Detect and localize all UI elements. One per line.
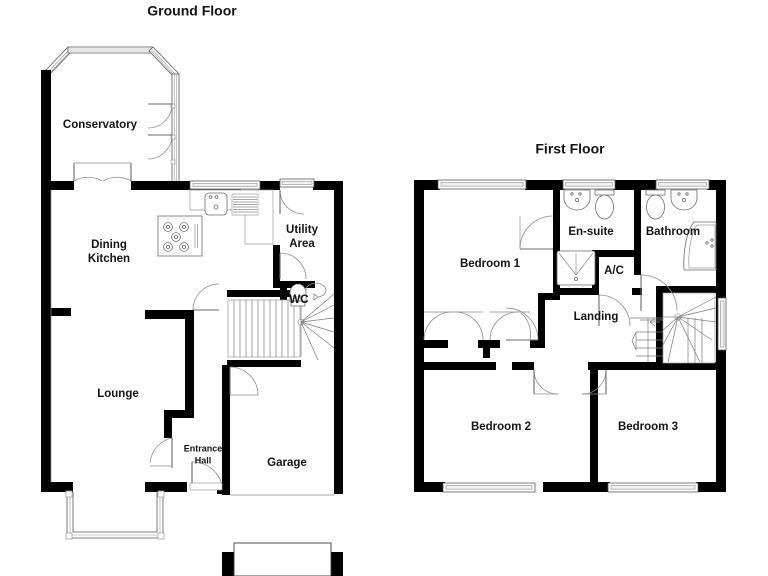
bathroom-toilet	[645, 189, 666, 220]
ground-floor-title: Ground Floor	[147, 3, 237, 19]
bathroom-basin	[670, 189, 698, 211]
conservatory-door-upper	[147, 103, 173, 129]
front-door	[189, 461, 223, 491]
utility-lower-door	[279, 252, 307, 280]
staircase-first	[630, 292, 717, 364]
room-label-en-suite: En-suite	[568, 226, 613, 238]
room-label-landing: Landing	[574, 311, 619, 323]
room-label-dining-kitchen-line1: Dining	[91, 239, 127, 251]
garage-vehicle-door	[233, 542, 332, 576]
bedroom3-door	[581, 369, 607, 395]
room-label-entrance-hall-line2: Hall	[195, 455, 212, 465]
bedroom1-window	[437, 179, 527, 190]
kitchen-window	[189, 180, 261, 190]
conservatory-door-lower	[147, 134, 173, 160]
bedroom3-window	[607, 482, 699, 493]
first-floor-title: First Floor	[535, 141, 605, 157]
room-label-entrance-hall-line1: Entrance	[184, 443, 223, 453]
bathroom-door	[640, 274, 678, 312]
room-label-garage: Garage	[267, 457, 307, 469]
room-label-bedroom-1: Bedroom 1	[460, 258, 521, 270]
bedroom2-window	[442, 482, 536, 493]
bathroom-bath	[683, 221, 717, 271]
room-label-utility-line1: Utility	[286, 224, 319, 236]
kitchen-hob	[157, 215, 203, 257]
staircase-ground	[227, 293, 335, 361]
wc-toilet	[289, 283, 307, 307]
utility-window	[279, 178, 315, 188]
ac-door	[598, 294, 631, 327]
lounge-bay-window	[65, 490, 165, 540]
room-label-bedroom-2: Bedroom 2	[471, 421, 531, 433]
bedroom1-door	[505, 307, 539, 341]
ensuite-door	[519, 215, 554, 250]
ensuite-window	[562, 179, 616, 190]
wc-basin	[305, 282, 327, 301]
room-label-conservatory: Conservatory	[63, 119, 138, 131]
ensuite-basin	[563, 189, 591, 211]
room-label-lounge: Lounge	[97, 388, 139, 400]
ensuite-shower	[556, 250, 596, 286]
room-label-airing-cupboard: A/C	[604, 265, 624, 277]
landing-window	[717, 297, 727, 351]
bathroom-window	[655, 179, 710, 190]
room-label-bathroom: Bathroom	[646, 226, 700, 238]
garage-internal-door	[229, 366, 259, 396]
bedroom1-wardrobe-doors	[423, 311, 531, 341]
room-label-utility-line2: Area	[289, 238, 315, 250]
conservatory-glazing	[44, 46, 180, 187]
ensuite-toilet	[594, 189, 615, 220]
conservatory-internal-doors	[73, 162, 132, 182]
dining-hall-door	[192, 283, 220, 311]
room-label-dining-kitchen-line2: Kitchen	[88, 253, 130, 265]
kitchen-sink	[204, 192, 228, 216]
room-label-wc: WC	[289, 294, 308, 306]
kitchen-drainer	[231, 193, 259, 216]
lounge-door	[149, 437, 173, 468]
bedroom2-door	[533, 369, 559, 395]
utility-door	[279, 189, 305, 215]
room-label-bedroom-3: Bedroom 3	[618, 421, 678, 433]
first-floor-plan: Bedroom 1 En-suite Bathroom A/C Landing …	[414, 179, 727, 493]
ground-floor-plan: Conservatory Dining Kitchen Utility Area…	[41, 46, 343, 576]
